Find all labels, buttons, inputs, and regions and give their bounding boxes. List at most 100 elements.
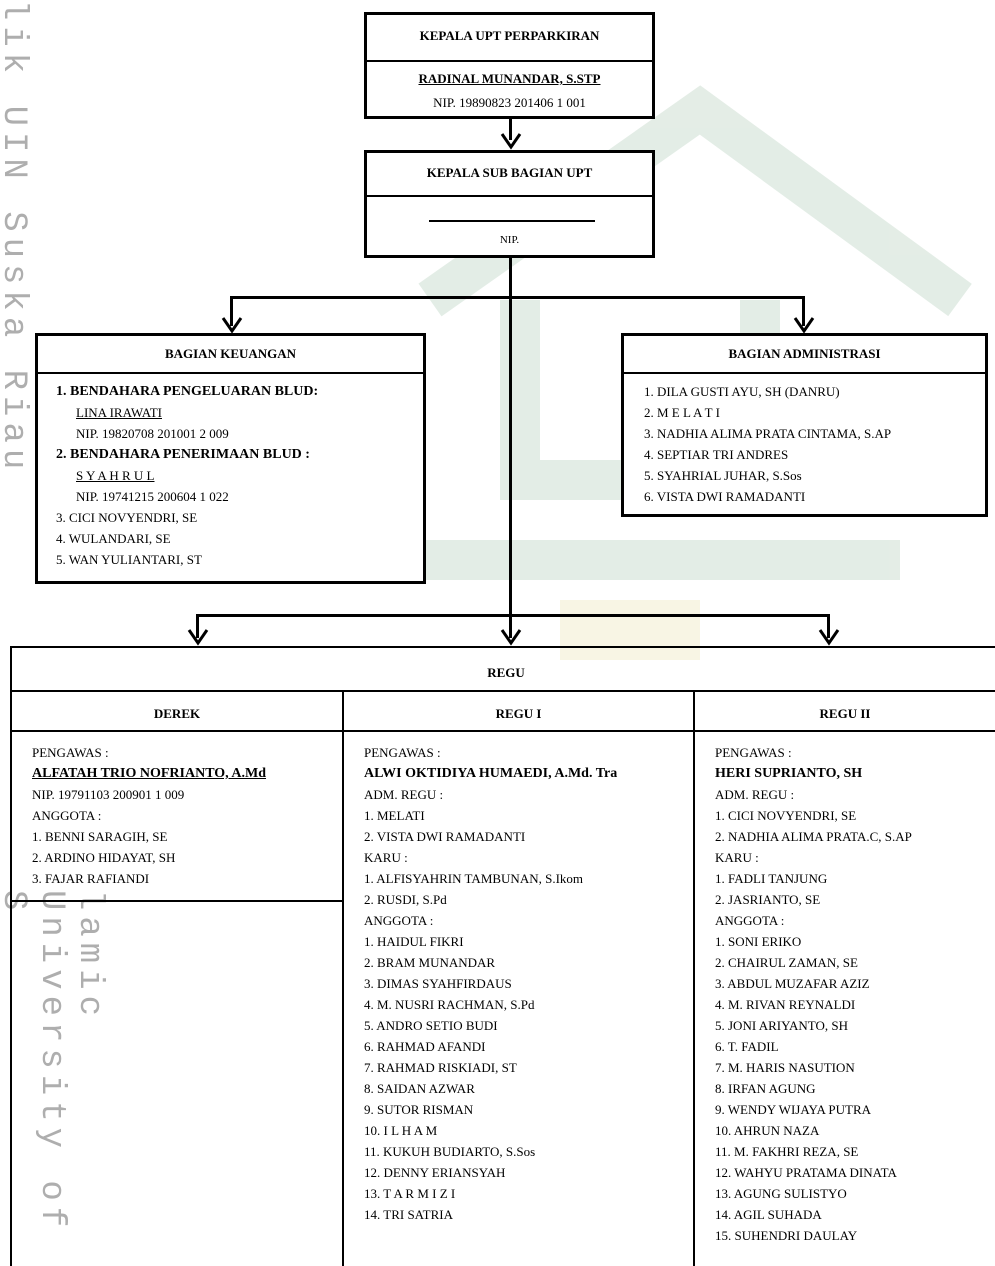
regu-i-line: 2. RUSDI, S.Pd xyxy=(364,892,447,907)
sub-head-title: KEPALA SUB BAGIAN UPT xyxy=(426,165,593,180)
regu-ii-line: 4. M. RIVAN REYNALDI xyxy=(715,997,856,1012)
regu-title-divider xyxy=(12,690,995,692)
arrow-to-regu-i xyxy=(500,629,522,646)
keuangan-item: NIP. 19820708 201001 2 009 xyxy=(76,426,229,441)
keuangan-list: 1. BENDAHARA PENGELUARAN BLUD: LINA IRAW… xyxy=(56,381,318,570)
keuangan-item: 3. CICI NOVYENDRI, SE xyxy=(56,510,198,525)
keuangan-item: 4. WULANDARI, SE xyxy=(56,531,171,546)
regu-i-line: 5. ANDRO SETIO BUDI xyxy=(364,1018,498,1033)
regu-ii-line: ADM. REGU : xyxy=(715,787,795,802)
regu-i-title: REGU I xyxy=(495,706,542,721)
connector-to-derek xyxy=(196,614,199,638)
regu-ii-line: KARU : xyxy=(715,850,759,865)
regu-title: REGU xyxy=(487,665,525,680)
derek-line: ANGGOTA : xyxy=(32,808,102,823)
keuangan-box: BAGIAN KEUANGAN 1. BENDAHARA PENGELUARAN… xyxy=(35,333,426,584)
regu-i-line: 1. HAIDUL FIKRI xyxy=(364,934,464,949)
regu-ii-line: 2. NADHIA ALIMA PRATA.C, S.AP xyxy=(715,829,912,844)
regu-ii-line: 12. WAHYU PRATAMA DINATA xyxy=(715,1165,897,1180)
regu-i-line: ADM. REGU : xyxy=(364,787,444,802)
head-name: RADINAL MUNANDAR, S.STP xyxy=(418,71,601,86)
regu-i-line: 8. SAIDAN AZWAR xyxy=(364,1081,475,1096)
regu-i-list: PENGAWAS : ALWI OKTIDIYA HUMAEDI, A.Md. … xyxy=(364,742,617,1225)
regu-ii-line: 1. FADLI TANJUNG xyxy=(715,871,828,886)
derek-bottom-border xyxy=(12,900,343,902)
regu-i-line: 1. MELATI xyxy=(364,808,425,823)
arrow-head-to-sub xyxy=(500,133,522,150)
derek-pengawas-name: ALFATAH TRIO NOFRIANTO, A.Md xyxy=(32,766,267,781)
regu-i-line: 6. RAHMAD AFANDI xyxy=(364,1039,486,1054)
arrow-to-administrasi xyxy=(793,317,815,334)
administrasi-item: 3. NADHIA ALIMA PRATA CINTAMA, S.AP xyxy=(644,426,892,441)
derek-line: 1. BENNI SARAGIH, SE xyxy=(32,829,168,844)
regu-ii-line: 5. JONI ARIYANTO, SH xyxy=(715,1018,849,1033)
watermark-top-text: lik UIN Suska Riau xyxy=(0,0,32,476)
sub-head-nip: NIP. xyxy=(499,234,520,246)
regu-ii-line: 3. ABDUL MUZAFAR AZIZ xyxy=(715,976,870,991)
derek-line: 2. ARDINO HIDAYAT, SH xyxy=(32,850,176,865)
regu-i-line: 11. KUKUH BUDIARTO, S.Sos xyxy=(364,1144,536,1159)
regu-ii-line: 2. JASRIANTO, SE xyxy=(715,892,821,907)
regu-table: REGU DEREK REGU I REGU II PENGAWAS : ALF… xyxy=(10,646,995,1266)
sub-head-box: KEPALA SUB BAGIAN UPT NIP. xyxy=(364,150,655,258)
regu-i-line: PENGAWAS : xyxy=(364,745,441,760)
regu-i-line: 13. T A R M I Z I xyxy=(364,1186,456,1201)
regu-column-separator xyxy=(342,690,344,1266)
head-divider xyxy=(367,60,652,62)
administrasi-item: 5. SYAHRIAL JUHAR, S.Sos xyxy=(644,468,802,483)
arrow-to-derek xyxy=(187,629,209,646)
derek-line: NIP. 19791103 200901 1 009 xyxy=(32,787,185,802)
sub-head-name-blank-line xyxy=(429,220,595,222)
administrasi-divider xyxy=(624,372,985,374)
derek-list: PENGAWAS : ALFATAH TRIO NOFRIANTO, A.Md … xyxy=(32,742,266,889)
regu-ii-line: 11. M. FAKHRI REZA, SE xyxy=(715,1144,859,1159)
connector-head-to-sub xyxy=(509,118,512,140)
regu-i-line: 12. DENNY ERIANSYAH xyxy=(364,1165,506,1180)
regu-ii-line: 6. T. FADIL xyxy=(715,1039,779,1054)
regu-ii-line: 13. AGUNG SULISTYO xyxy=(715,1186,847,1201)
arrow-to-regu-ii xyxy=(818,629,840,646)
administrasi-item: 6. VISTA DWI RAMADANTI xyxy=(644,489,806,504)
regu-ii-line: 14. AGIL SUHADA xyxy=(715,1207,822,1222)
regu-ii-line: PENGAWAS : xyxy=(715,745,792,760)
regu-ii-line: 10. AHRUN NAZA xyxy=(715,1123,820,1138)
regu-ii-line: 2. CHAIRUL ZAMAN, SE xyxy=(715,955,858,970)
regu-ii-line: 1. CICI NOVYENDRI, SE xyxy=(715,808,857,823)
regu-i-line: 2. VISTA DWI RAMADANTI xyxy=(364,829,526,844)
keuangan-item: 5. WAN YULIANTARI, ST xyxy=(56,552,202,567)
arrow-to-keuangan xyxy=(221,317,243,334)
connector-to-keuangan xyxy=(230,296,233,326)
keuangan-item: 1. BENDAHARA PENGELUARAN BLUD: xyxy=(56,384,319,399)
administrasi-title: BAGIAN ADMINISTRASI xyxy=(728,346,881,361)
regu-i-line: 3. DIMAS SYAHFIRDAUS xyxy=(364,976,512,991)
connector-to-regu-ii xyxy=(827,614,830,638)
watermark-bottom-text: lamic University of S xyxy=(0,890,108,1234)
keuangan-title: BAGIAN KEUANGAN xyxy=(164,346,297,361)
keuangan-divider xyxy=(38,372,423,374)
head-nip: NIP. 19890823 201406 1 001 xyxy=(433,95,586,110)
regu-i-line: 14. TRI SATRIA xyxy=(364,1207,453,1222)
regu-ii-line: 15. SUHENDRI DAULAY xyxy=(715,1228,858,1243)
regu-header-divider xyxy=(12,730,995,732)
regu-ii-line: 7. M. HARIS NASUTION xyxy=(715,1060,855,1075)
regu-i-line: 10. I L H A M xyxy=(364,1123,438,1138)
regu-i-line: 2. BRAM MUNANDAR xyxy=(364,955,496,970)
derek-title: DEREK xyxy=(153,706,201,721)
administrasi-list: 1. DILA GUSTI AYU, SH (DANRU) 2. M E L A… xyxy=(644,381,891,507)
regu-ii-pengawas-name: HERI SUPRIANTO, SH xyxy=(715,766,863,781)
regu-i-line: KARU : xyxy=(364,850,408,865)
regu-ii-line: ANGGOTA : xyxy=(715,913,785,928)
regu-i-line: ANGGOTA : xyxy=(364,913,434,928)
regu-ii-title: REGU II xyxy=(819,706,871,721)
administrasi-item: 4. SEPTIAR TRI ANDRES xyxy=(644,447,789,462)
regu-i-line: 9. SUTOR RISMAN xyxy=(364,1102,474,1117)
head-box: KEPALA UPT PERPARKIRAN RADINAL MUNANDAR,… xyxy=(364,12,655,119)
connector-bagian-horizontal xyxy=(230,296,805,299)
administrasi-item: 2. M E L A T I xyxy=(644,405,720,420)
keuangan-item: NIP. 19741215 200604 1 022 xyxy=(76,489,229,504)
keuangan-item: S Y A H R U L xyxy=(76,468,155,483)
regu-ii-list: PENGAWAS : HERI SUPRIANTO, SH ADM. REGU … xyxy=(715,742,912,1246)
regu-ii-line: 9. WENDY WIJAYA PUTRA xyxy=(715,1102,872,1117)
connector-to-administrasi xyxy=(802,296,805,326)
head-title: KEPALA UPT PERPARKIRAN xyxy=(419,28,600,43)
